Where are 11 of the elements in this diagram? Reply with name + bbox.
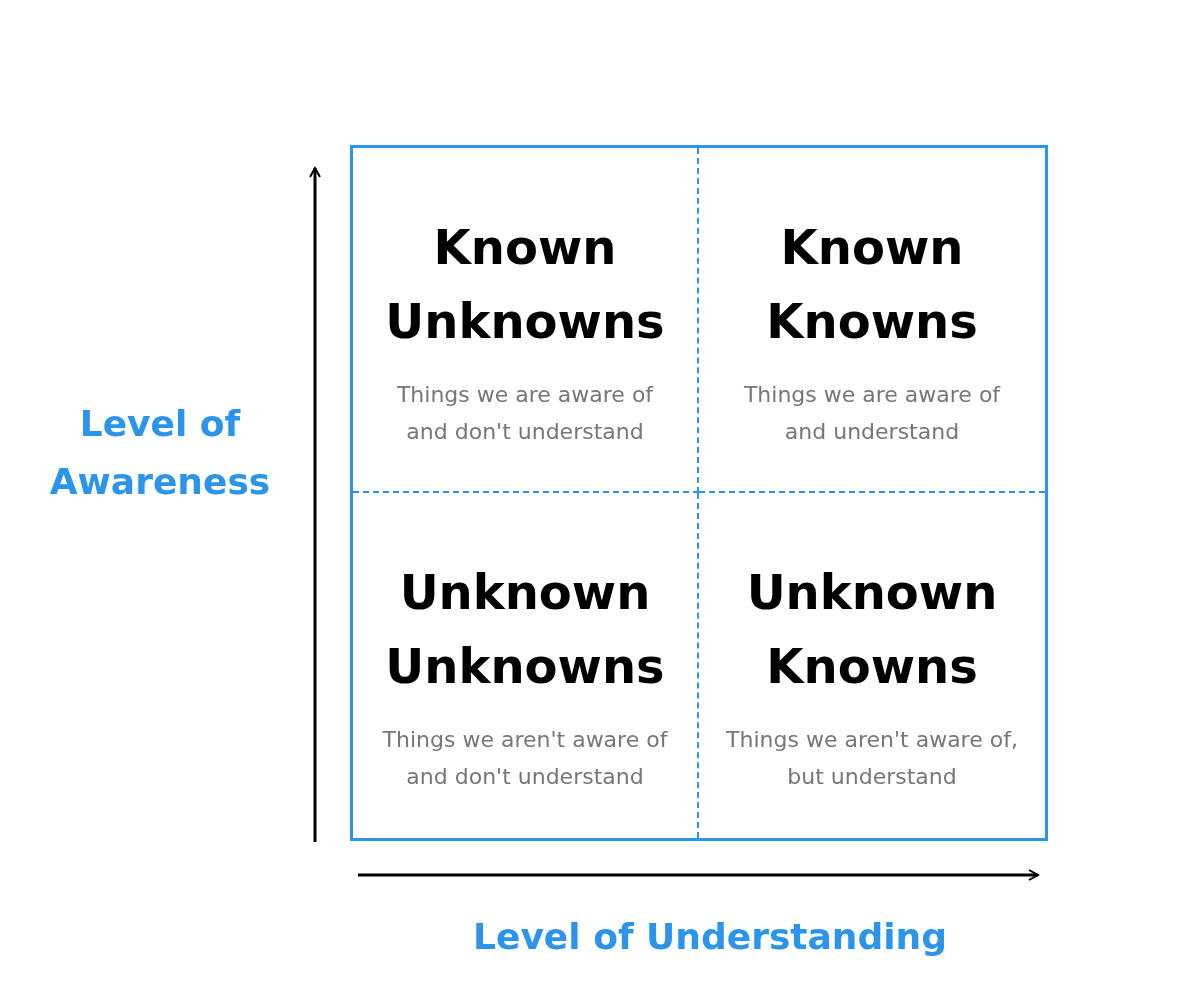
quadrant-heading: Known Unknowns [384, 218, 666, 351]
axis-label: Level of Understanding [472, 915, 948, 959]
axis-label: Level of Awareness [48, 402, 272, 504]
quadrant-description: Things we aren't aware of and don't understand [381, 726, 669, 791]
quadrant-description: Things we are aware of and understand [742, 381, 1002, 446]
quadrant-description: Things we are aware of and don't understand [395, 381, 655, 446]
quadrant-heading: Known Knowns [765, 218, 979, 351]
quadrant-heading: Unknown Knowns [745, 563, 999, 696]
quadrant-heading: Unknown Unknowns [384, 563, 666, 696]
quadrant-cell [353, 148, 699, 493]
quadrant-description: Things we aren't aware of, but understand [725, 726, 1019, 791]
